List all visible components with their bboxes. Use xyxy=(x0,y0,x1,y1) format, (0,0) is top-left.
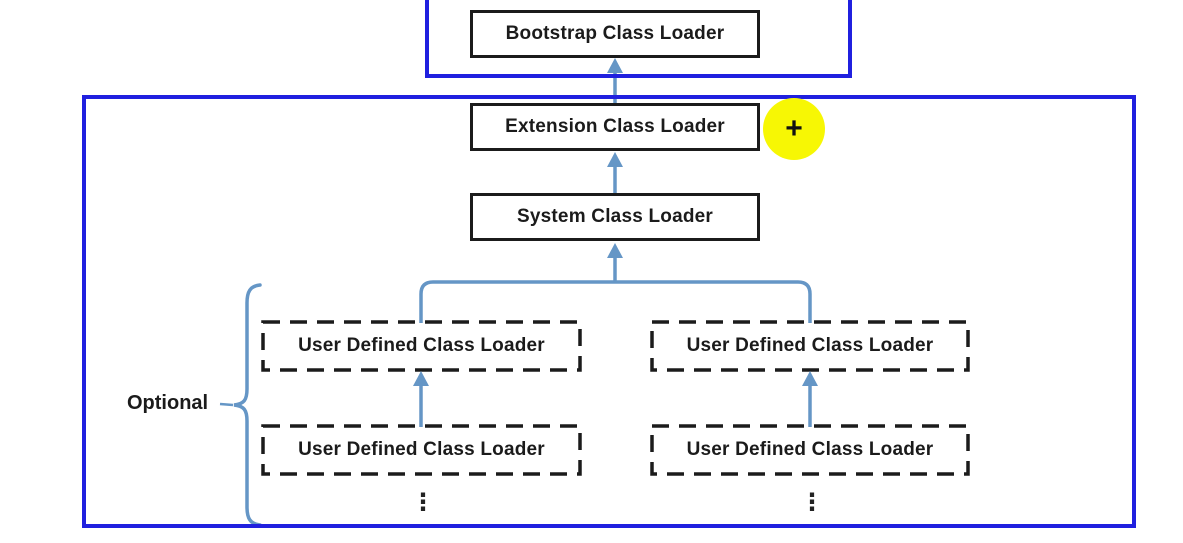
user-defined-class-loader-label-3: User Defined Class Loader xyxy=(298,439,545,460)
optional-label: Optional xyxy=(127,392,209,414)
cursor-highlight-circle: + xyxy=(763,98,825,160)
extension-class-loader-box: Extension Class Loader xyxy=(470,103,760,151)
right-column-ellipsis: ⋮ xyxy=(800,488,824,516)
extension-class-loader-label: Extension Class Loader xyxy=(505,116,725,137)
bootstrap-frame xyxy=(425,0,852,78)
user-defined-class-loader-box-4: User Defined Class Loader xyxy=(652,426,968,474)
user-defined-class-loader-box-2: User Defined Class Loader xyxy=(652,322,968,370)
user-defined-class-loader-box-1: User Defined Class Loader xyxy=(263,322,580,370)
bootstrap-class-loader-label: Bootstrap Class Loader xyxy=(505,23,725,44)
plus-cursor-icon: + xyxy=(785,112,803,145)
system-class-loader-box: System Class Loader xyxy=(470,193,760,241)
bootstrap-class-loader-box: Bootstrap Class Loader xyxy=(470,10,760,58)
left-column-ellipsis: ⋮ xyxy=(411,488,435,516)
jvm-loaders-frame xyxy=(82,95,1136,528)
user-defined-class-loader-label-1: User Defined Class Loader xyxy=(298,335,545,356)
user-defined-class-loader-label-2: User Defined Class Loader xyxy=(686,335,934,356)
user-defined-class-loader-box-3: User Defined Class Loader xyxy=(263,426,580,474)
user-defined-class-loader-label-4: User Defined Class Loader xyxy=(686,439,934,460)
system-class-loader-label: System Class Loader xyxy=(517,206,713,227)
